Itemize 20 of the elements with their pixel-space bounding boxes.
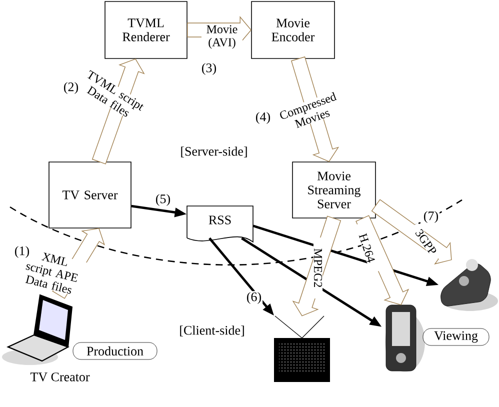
step-number: (6): [245, 291, 263, 305]
step-number: [Client-side]: [178, 324, 246, 338]
edge-label: MPEG2: [313, 237, 323, 298]
document-shape: RSS: [186, 206, 254, 242]
phone-drawing: [440, 259, 498, 311]
process-box: TVML Renderer: [104, 1, 188, 59]
process-box: TV Server: [48, 162, 132, 228]
process-box: Movie Encoder: [251, 1, 335, 59]
oval-label: Viewing: [422, 328, 490, 346]
pda-drawing: [385, 304, 425, 372]
oval-label: Production: [72, 342, 158, 360]
step-number: (3): [200, 62, 218, 76]
step-number: (5): [154, 193, 172, 207]
process-box: Movie Streaming Server: [292, 162, 376, 218]
edge-label: H.264: [354, 222, 380, 274]
step-number: (7): [422, 210, 440, 224]
tv-drawing: [274, 316, 330, 382]
node-label: TV Creator: [30, 372, 90, 382]
step-number: [Server-side]: [179, 146, 249, 158]
step-number: (1): [13, 245, 31, 259]
